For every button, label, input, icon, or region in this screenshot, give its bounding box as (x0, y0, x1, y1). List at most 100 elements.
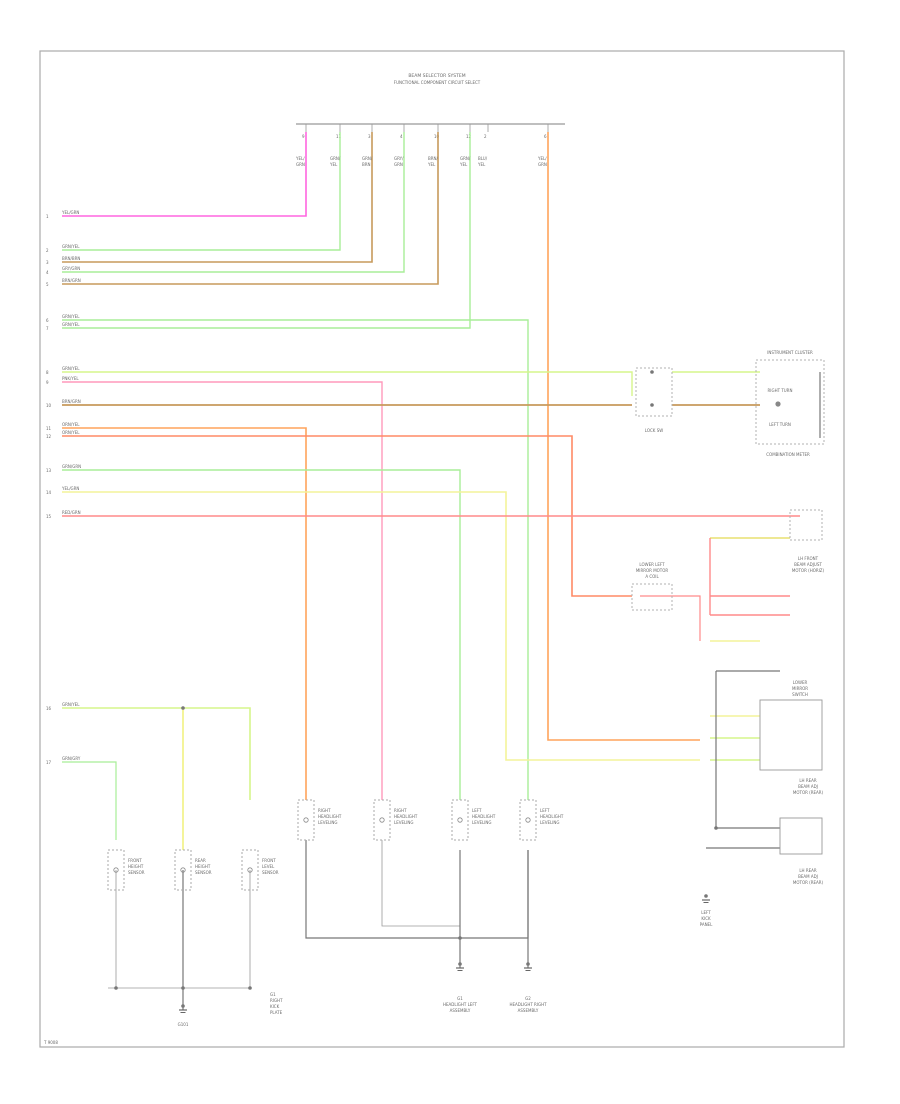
module-wire-label: YEL (427, 162, 436, 167)
wire-brown-1 (62, 132, 373, 263)
wire-orange-module (547, 132, 700, 741)
combination-meter-box (755, 359, 825, 445)
left-wire-label: YEL/GRN (61, 486, 79, 491)
left-wire-label: ORN/YEL (62, 430, 80, 435)
motor-label: LEVELING (472, 820, 492, 825)
module-pin-number: 2 (484, 134, 487, 139)
motor-label: HEADLIGHT (394, 814, 418, 819)
motor-label: LEVELING (540, 820, 560, 825)
wire-green-5 (62, 469, 461, 800)
motor-sensor-box (107, 849, 125, 891)
wire-green-2 (62, 132, 405, 273)
motor-terminal-icon (303, 817, 309, 823)
motor-terminal-icon (113, 867, 119, 873)
lower-left-line-1: LOWER LEFT (639, 562, 665, 567)
wire-green-4 (62, 132, 471, 329)
ground-splice-dot (458, 962, 462, 966)
diagram-frame (39, 50, 845, 1048)
header-line-1: BEAM SELECTOR SYSTEM (408, 73, 465, 79)
bottom-box2-line-1: G2 (525, 996, 531, 1001)
motor-terminal-icon (379, 817, 385, 823)
motor-sensor-box (241, 849, 259, 891)
lower-left-line-2: MIRROR MOTOR (636, 568, 669, 573)
motor-sensor-box (297, 799, 315, 841)
left-pin-number: 8 (46, 370, 49, 375)
instrument-cluster-heading: INSTRUMENT CLUSTER (767, 350, 813, 355)
module-pin-number: 12 (466, 134, 472, 139)
module-wire-label: YEL (329, 162, 338, 167)
module-wire-label: BRN (362, 162, 371, 167)
left-pin-number: 14 (46, 490, 52, 495)
lower-left-mirror-box (631, 583, 673, 611)
splice-dot (114, 986, 118, 990)
ground-right-line-2: RIGHT (270, 998, 283, 1003)
motor-label: FRONT (128, 858, 142, 863)
bottom-box2-line-2: HEADLIGHT RIGHT (509, 1002, 547, 1007)
module-wire-label: GRY/ (394, 156, 404, 161)
ground-right-line-1: G1 (270, 992, 276, 997)
lower-right-line-3: MOTOR (REAR) (793, 790, 824, 795)
left-pin-number: 5 (46, 282, 49, 287)
module-wire-label: BLU/ (478, 156, 488, 161)
left-wire-label: GRN/YEL (62, 366, 80, 371)
motor-sensor-box (373, 799, 391, 841)
header-line-2: FUNCTIONAL COMPONENT CIRCUIT SELECT (394, 80, 481, 85)
bottom-box1-line-3: ASSEMBLY (450, 1008, 471, 1013)
left-wire-label: GRY/GRN (62, 266, 80, 271)
motor-boxes: FRONTHEIGHTSENSORREARHEIGHTSENSORFRONTLE… (107, 799, 564, 891)
right-box-line-2: MIRROR (792, 686, 808, 691)
bottom-left-label: T 9008 (43, 1040, 58, 1045)
left-pin-number: 4 (46, 270, 49, 275)
motor-sensor-box (174, 849, 192, 891)
motor-label: FRONT (262, 858, 276, 863)
left-pin-number: 7 (46, 326, 49, 331)
wire-dark-motor-bus-2 (381, 840, 460, 927)
motor-label: HEIGHT (195, 864, 211, 869)
motor-label: SENSOR (128, 870, 145, 875)
left-wire-label: YEL/GRN (61, 210, 79, 215)
wire-orange-1 (62, 427, 307, 800)
module-wire-label: YEL (477, 162, 486, 167)
lower-right-line-1: LH REAR (799, 778, 817, 783)
left-pin-number: 15 (46, 514, 52, 519)
wire-yellow-1 (62, 491, 700, 761)
module-wire-label: GRN (538, 162, 547, 167)
motor-label: RIGHT (318, 808, 331, 813)
r-motor-box (779, 817, 823, 855)
module-wire-label: YEL/ (537, 156, 547, 161)
left-wire-label: RED/GRN (62, 510, 81, 515)
left-pin-number: 12 (46, 434, 52, 439)
motor-label: HEADLIGHT (540, 814, 564, 819)
module-wire-label: GRN/ (330, 156, 341, 161)
r-motor-line-2: BEAM ADJ (798, 874, 818, 879)
module-pin-number: 11 (336, 134, 342, 139)
left-wire-label: BRN/GRN (62, 278, 81, 283)
right-mid-line-1: LH FRONT (798, 556, 819, 561)
ground-splice-dot (181, 1004, 185, 1008)
motor-terminal-icon (525, 817, 531, 823)
left-wire-label: PNK/YEL (62, 376, 79, 381)
wire-pink-2 (62, 381, 383, 800)
left-pin-number: 1 (46, 214, 49, 219)
right-box-line-3: SWITCH (792, 692, 808, 697)
bottom-box1-line-1: G1 (457, 996, 463, 1001)
motor-terminal-icon (457, 817, 463, 823)
ground-right-line-3: KICK (270, 1004, 280, 1009)
lower-mirror-switch-box (759, 699, 823, 771)
splice-dot (181, 986, 185, 990)
bottom-ground-line-1: LEFT (701, 910, 711, 915)
left-pin-number: 17 (46, 760, 52, 765)
motor-sensor-box (519, 799, 537, 841)
right-turn-label: RIGHT TURN (768, 388, 793, 393)
motor-label: LEFT (472, 808, 482, 813)
left-pin-number: 13 (46, 468, 52, 473)
r-motor-line-1: LH REAR (799, 868, 817, 873)
wire-pink (62, 132, 307, 217)
module-wire-label: GRN/ (460, 156, 471, 161)
left-wire-label: GRN/YEL (62, 244, 80, 249)
left-wire-label: GRN/YEL (62, 702, 80, 707)
motor-label: LEFT (540, 808, 550, 813)
motor-label: LEVEL (262, 864, 275, 869)
